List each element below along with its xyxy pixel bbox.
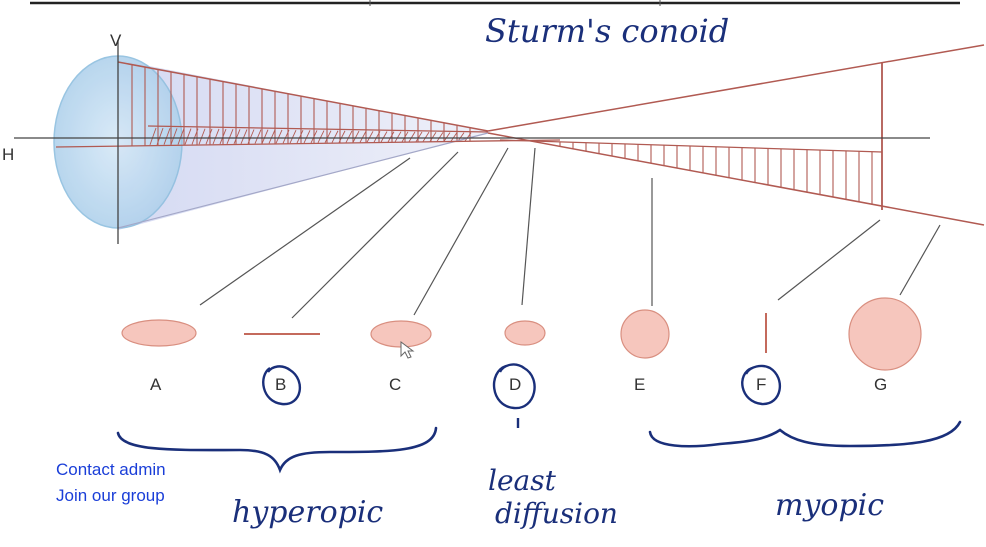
point-label-b: B (275, 375, 286, 394)
horizontal-axis-label: H (2, 145, 14, 164)
hatch-stroke (275, 129, 283, 144)
hand-circle-f (741, 364, 782, 406)
hyperopic-annotation: hyperopic (232, 495, 383, 530)
diffusion-annotation: diffusion (495, 497, 618, 530)
hatch-stroke (163, 128, 171, 145)
hatch-stroke (373, 131, 381, 143)
plane-back-edge (147, 125, 489, 133)
hatch-stroke (191, 128, 199, 145)
point-label-a: A (150, 375, 162, 394)
hand-circles (262, 363, 782, 410)
hatch-stroke (170, 128, 178, 145)
horizontal-plane-hatching (149, 127, 472, 146)
leader-line-f (777, 219, 881, 301)
leader-line-g (899, 224, 941, 296)
vertical-cone (118, 60, 490, 230)
myopic-brace (648, 420, 962, 448)
contact-admin-link[interactable]: Contact admin (56, 460, 166, 479)
leader-line-c (413, 147, 509, 316)
hatch-stroke (184, 128, 192, 145)
hatch-stroke (156, 127, 164, 145)
blur-shape-g (848, 297, 922, 371)
hatch-stroke (212, 128, 220, 145)
hand-circle-b (262, 365, 302, 406)
hatch-stroke (429, 131, 437, 142)
plane-right-edge (499, 139, 883, 153)
hatch-stroke (233, 129, 241, 145)
hatch-stroke (422, 131, 430, 142)
hatch-stroke (443, 132, 451, 142)
diagram-title: Sturm's conoid (485, 12, 729, 50)
diverging-lower-ray (487, 132, 985, 226)
cone-lower-ray (117, 132, 489, 229)
mouse-cursor-icon (400, 341, 415, 359)
blur-shape-e (620, 309, 670, 359)
hatch-stroke (289, 129, 297, 144)
hatch-stroke (387, 131, 395, 143)
hatch-stroke (359, 130, 367, 143)
hand-braces (116, 420, 962, 474)
hatch-stroke (226, 129, 234, 145)
hatch-stroke (457, 132, 465, 142)
diverging-upper-ray (487, 44, 985, 132)
hatch-stroke (338, 130, 346, 143)
hatch-stroke (310, 130, 318, 144)
hatch-stroke (296, 130, 304, 144)
hatch-stroke (268, 129, 276, 144)
leader-line-a (199, 157, 411, 306)
point-label-d: D (509, 375, 521, 394)
hatch-stroke (345, 130, 353, 143)
hatch-stroke (436, 132, 444, 142)
hatch-stroke (303, 130, 311, 144)
hatch-stroke (331, 130, 339, 143)
leader-line-b (291, 151, 459, 319)
hatch-stroke (219, 128, 227, 145)
hatch-stroke (177, 128, 185, 145)
hatch-stroke (205, 128, 213, 145)
vertical-hatching-left (131, 64, 471, 146)
blur-shape-a (121, 319, 197, 347)
point-label-c: C (389, 375, 401, 394)
join-group-link[interactable]: Join our group (56, 486, 165, 505)
point-label-g: G (874, 375, 887, 394)
plane-front-edge (55, 139, 561, 148)
hatch-stroke (324, 130, 332, 143)
hatch-stroke (380, 131, 388, 143)
hatch-stroke (317, 130, 325, 144)
hand-circle-d (492, 363, 536, 410)
point-label-e: E (634, 375, 645, 394)
vertical-hatching-right (559, 141, 873, 205)
hatch-stroke (415, 131, 423, 142)
hatch-stroke (282, 129, 290, 144)
blur-shapes (121, 297, 922, 371)
leader-lines (199, 147, 941, 319)
leader-line-d (521, 147, 536, 306)
hyperopic-brace (116, 426, 438, 474)
overlay-links: Contact admin Join our group (56, 457, 166, 509)
hatch-stroke (247, 129, 255, 144)
hatch-stroke (149, 127, 157, 146)
hatch-stroke (366, 131, 374, 143)
cone-upper-ray (117, 61, 489, 132)
hatch-stroke (254, 129, 262, 144)
point-label-f: F (756, 375, 766, 394)
hatch-stroke (394, 131, 402, 143)
hatch-stroke (240, 129, 248, 144)
hatch-stroke (401, 131, 409, 143)
hatch-stroke (198, 128, 206, 145)
hatch-stroke (408, 131, 416, 142)
hatch-stroke (450, 132, 458, 142)
vertical-axis-label: V (110, 31, 122, 50)
myopic-annotation: myopic (775, 488, 884, 523)
hatch-stroke (464, 132, 472, 142)
blur-shape-d (504, 320, 546, 346)
least-annotation: least (488, 464, 557, 497)
hatch-stroke (261, 129, 269, 144)
hatch-stroke (352, 130, 360, 143)
